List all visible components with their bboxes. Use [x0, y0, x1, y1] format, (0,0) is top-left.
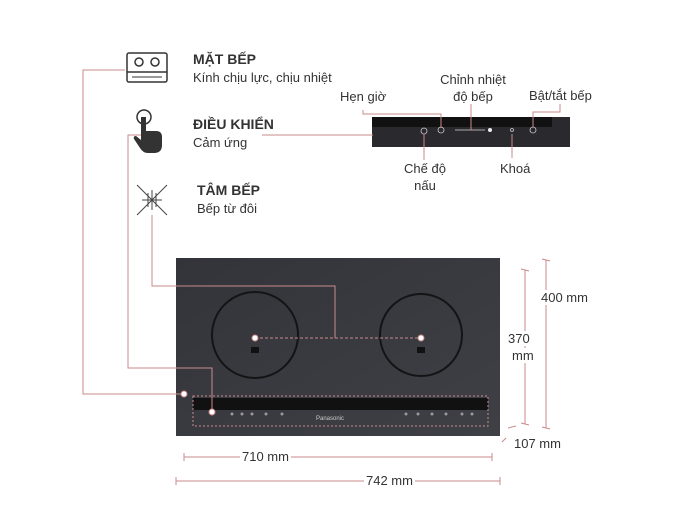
control-strip — [193, 398, 488, 410]
feature-title: TÂM BẾP — [197, 182, 260, 198]
mode-label-1: Chế độ — [404, 161, 446, 176]
temp-label-2: độ bếp — [453, 89, 493, 104]
outer-depth-label: 400 mm — [539, 290, 590, 305]
timer-label: Hẹn giờ — [340, 89, 387, 104]
left-burner — [211, 291, 299, 379]
touch-hand-icon — [133, 109, 162, 153]
feature-subtitle: Cảm ứng — [193, 135, 248, 150]
feature-subtitle: Kính chịu lực, chịu nhiệt — [193, 70, 332, 85]
feature-subtitle: Bếp từ đôi — [197, 201, 258, 216]
lock-label: Khoá — [500, 161, 531, 176]
feature-title: ĐIỀU KHIỂN — [193, 116, 274, 132]
mode-label-2: nấu — [414, 178, 436, 193]
temp-label-1: Chỉnh nhiệt — [440, 72, 506, 87]
induction-coil-icon — [136, 184, 168, 216]
inner-depth-label-2: mm — [510, 348, 536, 363]
right-burner — [379, 293, 463, 377]
cooktop-icon — [126, 52, 168, 83]
inner-depth-label-1: 370 — [506, 331, 532, 346]
power-label: Bật/tắt bếp — [529, 88, 592, 103]
thickness-label: 107 mm — [512, 436, 563, 451]
brand-logo: Panasonic — [316, 416, 345, 422]
inner-width-label: 710 mm — [240, 449, 291, 464]
feature-title: MẶT BẾP — [193, 51, 256, 67]
outer-width-label: 742 mm — [364, 473, 415, 488]
